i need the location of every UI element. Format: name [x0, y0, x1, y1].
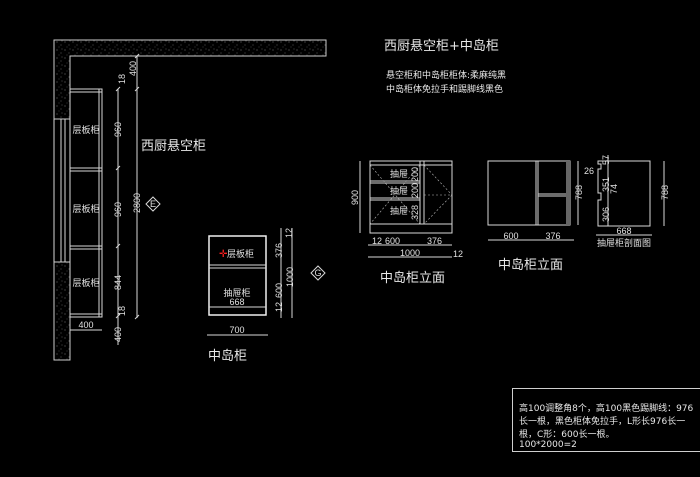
island-shelf-label: 层板柜 [227, 248, 254, 259]
dim-wall-960b: 960 [113, 202, 123, 217]
dim-wall-top-gap: 18 [117, 74, 127, 84]
island-plan-label: 中岛柜 [208, 348, 247, 364]
dim-island-376: 376 [274, 243, 284, 258]
wall-hatch [53, 39, 327, 361]
dim-island-1000: 1000 [285, 267, 295, 287]
wall-cabinet: 层板柜 层板柜 层板柜 [69, 88, 103, 318]
marker-g: G [314, 268, 321, 278]
dim-wall-top: 400 [128, 61, 138, 76]
dim-island-12a: 12 [284, 228, 294, 238]
dim-section-351: 351 [601, 177, 611, 192]
dim-wall-bottom-gap: 18 [117, 306, 127, 316]
dim-elev1-376: 376 [427, 236, 442, 246]
dim-elev2-788: 788 [574, 185, 584, 200]
dim-wall-bottom: 400 [113, 327, 123, 342]
section-label: 抽屉柜剖面图 [597, 237, 651, 248]
dim-island-width: 700 [229, 325, 244, 335]
dim-wall-depth: 400 [78, 320, 93, 330]
dim-elev1-1000: 1000 [400, 248, 420, 258]
elevation1-label: 中岛柜立面 [380, 270, 445, 286]
wall-dimensions: 18 400 960 960 2800 844 18 400 400 E 西厨悬… [70, 53, 206, 345]
drawer-label: 抽屉 [390, 168, 408, 179]
drawing-title: 西厨悬空柜+中岛柜 [384, 38, 499, 54]
dim-section-788: 788 [660, 185, 670, 200]
wall-section-label: 层板柜 [72, 203, 99, 214]
dim-elev1-height: 900 [350, 190, 360, 205]
dim-section-57: 57 [601, 155, 611, 165]
dim-section-74: 74 [609, 184, 619, 194]
note-line: 中岛柜体免拉手和踢脚线黑色 [386, 83, 503, 95]
memo-line: 高100调整角8个，高100黑色踢脚线：976 [519, 404, 694, 414]
dim-elev2-600: 600 [503, 231, 518, 241]
dim-drawer-2: 200 [410, 183, 420, 198]
dim-elev1-right: 12 [453, 249, 463, 259]
dim-elev1-12: 12 [372, 236, 382, 246]
red-cross-icon: ✛ [219, 249, 228, 260]
marker-e: E [150, 199, 156, 209]
dim-wall-960a: 960 [113, 122, 123, 137]
note-line: 悬空柜和中岛柜柜体:柔麻纯黑 [386, 69, 506, 81]
dim-drawer-3: 328 [410, 205, 420, 220]
wall-cabinet-label: 西厨悬空柜 [141, 139, 206, 154]
dim-section-26: 26 [584, 166, 594, 176]
memo-line: 根，C形：600长一根。 [519, 430, 615, 440]
dim-section-306: 306 [601, 207, 611, 222]
memo-box: 高100调整角8个，高100黑色踢脚线：976 长一根，黑色柜体免拉手，L形长9… [512, 388, 700, 452]
island-elevation-2: 600 376 788 中岛柜立面 [487, 160, 584, 273]
dim-island-inner: 668 [229, 297, 244, 307]
drawer-label: 抽屉 [390, 205, 408, 216]
dim-drawer-1: 200 [410, 167, 420, 182]
dim-wall-844: 844 [113, 275, 123, 290]
dim-elev2-376: 376 [545, 231, 560, 241]
memo-line: 100*2000=2 [519, 440, 577, 450]
marker-g-icon [310, 265, 326, 281]
dim-section-668: 668 [616, 226, 631, 236]
elevation2-label: 中岛柜立面 [498, 257, 563, 273]
island-plan: ✛ 层板柜 抽屉柜 668 700 12 376 12 600 1000 G 中… [207, 228, 326, 364]
marker-e-icon [145, 196, 161, 212]
island-elevation-1: 抽屉 抽屉 抽屉 200 200 328 900 12 600 376 1000… [350, 160, 463, 286]
island-drawer-label: 抽屉柜 [223, 287, 250, 298]
dim-elev1-600: 600 [385, 236, 400, 246]
dim-wall-total: 2800 [132, 193, 142, 213]
dim-island-12b: 12 [274, 302, 284, 312]
drawer-section: 788 57 26 351 74 306 668 抽屉柜剖面图 [584, 155, 670, 248]
wall-section-label: 层板柜 [72, 277, 99, 288]
wall-section-label: 层板柜 [72, 124, 99, 135]
memo-line: 长一根，黑色柜体免拉手，L形长976长一 [519, 417, 686, 427]
dim-island-600: 600 [274, 283, 284, 298]
drawer-label: 抽屉 [390, 185, 408, 196]
